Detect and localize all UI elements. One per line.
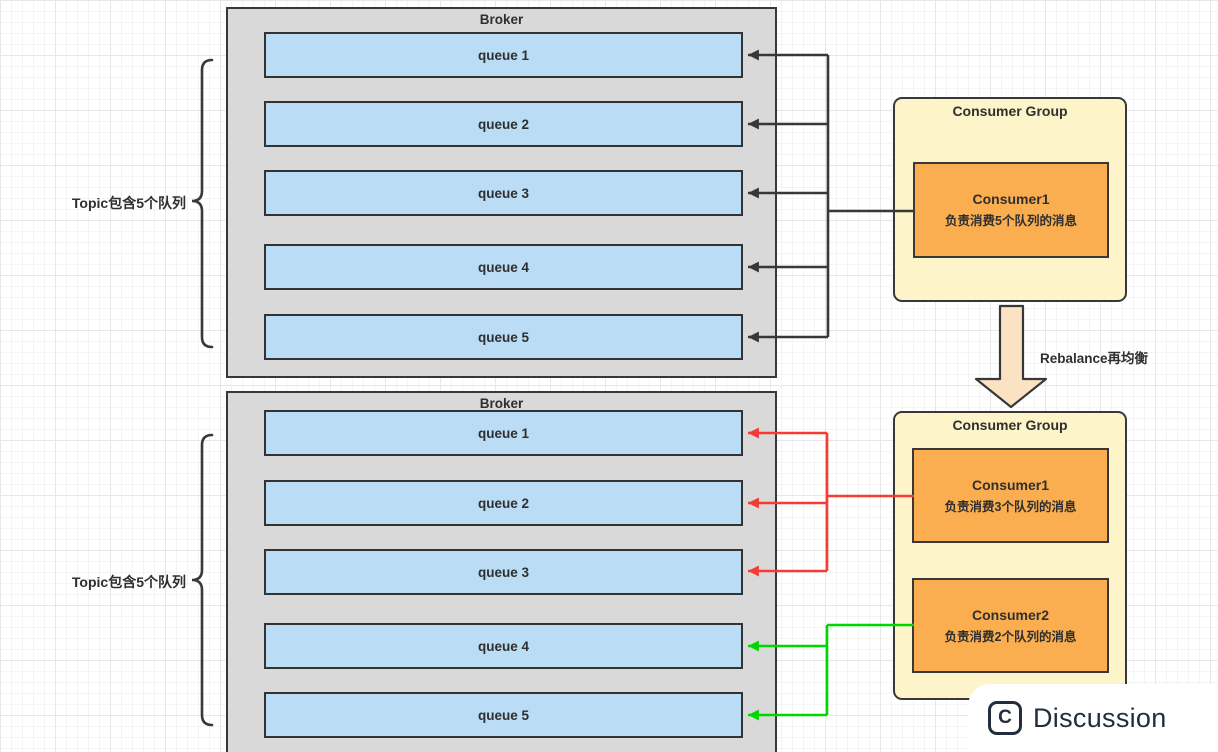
topic-brace-bottom — [191, 433, 214, 727]
consumer-bottom-1: Consumer1 负责消费3个队列的消息 — [912, 448, 1109, 543]
consumer-group-bottom-title: Consumer Group — [952, 417, 1068, 433]
copyright-icon: C — [988, 701, 1022, 735]
broker-top-queue-3: queue 3 — [264, 170, 743, 216]
broker-bottom-queue-4: queue 4 — [264, 623, 743, 669]
broker-bottom-queue-3: queue 3 — [264, 549, 743, 595]
broker-bottom: Broker queue 1 queue 2 queue 3 queue 4 q… — [226, 391, 777, 752]
consumer-bottom-2-desc: 负责消费2个队列的消息 — [944, 629, 1077, 644]
consumer-bottom-1-desc: 负责消费3个队列的消息 — [944, 499, 1077, 514]
broker-top-queue-2: queue 2 — [264, 101, 743, 147]
rebalance-block-arrow-icon — [974, 304, 1048, 409]
consumer-group-top: Consumer Group Consumer1 负责消费5个队列的消息 — [893, 97, 1127, 302]
topic-label-bottom: Topic包含5个队列 — [71, 574, 186, 590]
discussion-watermark[interactable]: C Discussion — [968, 684, 1218, 752]
broker-bottom-queue-5: queue 5 — [264, 692, 743, 738]
broker-top-title: Broker — [479, 12, 524, 27]
broker-bottom-queue-2: queue 2 — [264, 480, 743, 526]
discussion-label: Discussion — [1033, 702, 1167, 733]
topic-brace-top — [191, 58, 214, 349]
consumer-bottom-2-name: Consumer2 — [971, 606, 1050, 623]
consumer-bottom-1-name: Consumer1 — [971, 476, 1050, 493]
broker-top-queue-4: queue 4 — [264, 244, 743, 290]
broker-bottom-queue-1: queue 1 — [264, 410, 743, 456]
broker-top-queue-1: queue 1 — [264, 32, 743, 78]
broker-bottom-title: Broker — [479, 396, 524, 411]
consumer-group-bottom: Consumer Group Consumer1 负责消费3个队列的消息 Con… — [893, 411, 1127, 700]
broker-top-queue-5: queue 5 — [264, 314, 743, 360]
consumer-top-1: Consumer1 负责消费5个队列的消息 — [913, 162, 1109, 258]
consumer-group-top-title: Consumer Group — [952, 103, 1068, 119]
topic-label-top: Topic包含5个队列 — [71, 195, 186, 211]
consumer-top-1-name: Consumer1 — [972, 191, 1050, 207]
consumer-bottom-2: Consumer2 负责消费2个队列的消息 — [912, 578, 1109, 673]
consumer-top-1-desc: 负责消费5个队列的消息 — [945, 214, 1077, 228]
broker-top: Broker queue 1 queue 2 queue 3 queue 4 q… — [226, 7, 777, 378]
rebalance-label: Rebalance再均衡 — [1040, 351, 1149, 366]
